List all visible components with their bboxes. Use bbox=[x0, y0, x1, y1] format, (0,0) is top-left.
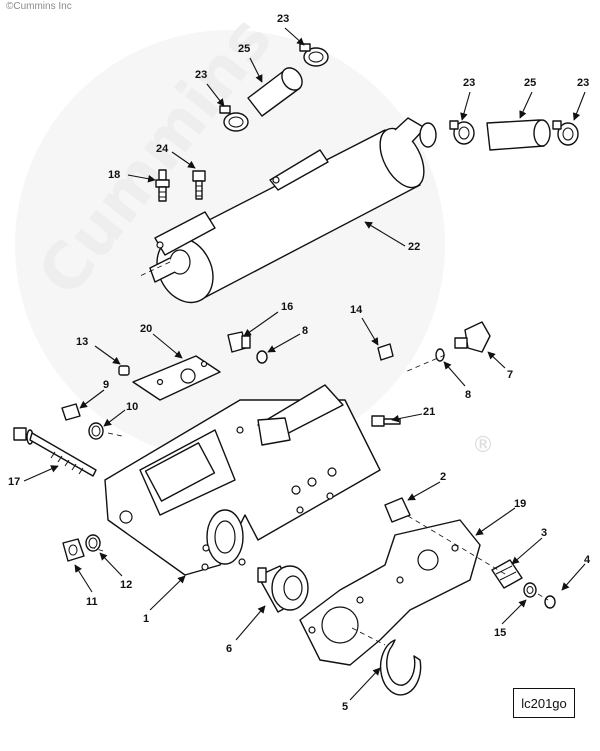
o-ring-8b bbox=[435, 348, 445, 362]
callout-17: 17 bbox=[8, 476, 20, 488]
callout-16: 16 bbox=[281, 301, 293, 313]
callout-14: 14 bbox=[350, 304, 363, 316]
hose-upper bbox=[247, 67, 303, 117]
clamp-right-a bbox=[449, 120, 475, 145]
callout-19: 19 bbox=[514, 498, 526, 510]
callout-4: 4 bbox=[584, 554, 591, 566]
clip-4 bbox=[544, 595, 556, 609]
callout-18: 18 bbox=[108, 169, 120, 181]
callout-23-right-a: 23 bbox=[463, 77, 475, 89]
callout-3: 3 bbox=[541, 527, 547, 539]
elbow-fitting-7 bbox=[454, 321, 491, 353]
callout-11: 11 bbox=[86, 596, 98, 608]
illustration-code-box: lc201go bbox=[513, 688, 575, 718]
snap-ring-5 bbox=[379, 639, 422, 696]
callout-9: 9 bbox=[103, 379, 109, 391]
thermostat-6 bbox=[257, 565, 309, 613]
assembly-lines bbox=[89, 261, 549, 646]
callout-22: 22 bbox=[408, 241, 420, 253]
callout-25-right: 25 bbox=[524, 77, 536, 89]
callout-8-left: 8 bbox=[302, 325, 308, 337]
cooler-canister bbox=[149, 117, 437, 304]
stud-18 bbox=[155, 169, 170, 202]
o-ring-12 bbox=[85, 534, 101, 552]
callout-21: 21 bbox=[423, 406, 435, 418]
o-ring-10 bbox=[88, 422, 104, 440]
long-bolt-17 bbox=[13, 427, 97, 477]
callout-2: 2 bbox=[440, 471, 446, 483]
callout-13: 13 bbox=[76, 336, 88, 348]
callout-23-right-b: 23 bbox=[577, 77, 589, 89]
gasket-19 bbox=[299, 519, 481, 666]
copyright-notice: ©Cummins Inc bbox=[6, 1, 72, 12]
washer-15 bbox=[523, 582, 537, 598]
plug-9 bbox=[61, 403, 81, 421]
callout-24: 24 bbox=[156, 143, 169, 155]
plug-13 bbox=[118, 365, 130, 376]
callout-8-right: 8 bbox=[465, 389, 471, 401]
illustration-code: lc201go bbox=[521, 695, 567, 711]
callout-7: 7 bbox=[507, 369, 513, 381]
callout-6: 6 bbox=[226, 643, 232, 655]
gasket-plate-20 bbox=[132, 355, 221, 401]
plug-14 bbox=[377, 343, 394, 361]
callout-10: 10 bbox=[126, 401, 138, 413]
fitting-16 bbox=[227, 331, 251, 353]
bolt-24 bbox=[192, 170, 206, 200]
clamp-lower bbox=[219, 105, 249, 132]
callout-5: 5 bbox=[342, 701, 348, 713]
clamp-upper bbox=[299, 43, 329, 67]
o-ring-8a bbox=[256, 350, 268, 364]
clamp-right-b bbox=[552, 120, 579, 146]
callout-1: 1 bbox=[143, 613, 149, 625]
bolt-21 bbox=[371, 415, 401, 427]
callout-23-top: 23 bbox=[277, 13, 289, 25]
callout-labels: 23 25 23 23 25 23 24 18 22 16 8 14 13 20… bbox=[8, 13, 591, 713]
callout-15: 15 bbox=[494, 627, 506, 639]
spring-3 bbox=[491, 559, 523, 589]
svg-text:®: ® bbox=[472, 433, 494, 458]
callout-25-top: 25 bbox=[238, 43, 250, 55]
callout-23-left: 23 bbox=[195, 69, 207, 81]
hose-right bbox=[486, 119, 551, 151]
housing-1 bbox=[104, 384, 381, 576]
callout-20: 20 bbox=[140, 323, 152, 335]
plug-11 bbox=[62, 538, 85, 562]
leader-lines bbox=[23, 27, 586, 701]
callout-12: 12 bbox=[120, 579, 132, 591]
fitting-2 bbox=[384, 497, 411, 523]
